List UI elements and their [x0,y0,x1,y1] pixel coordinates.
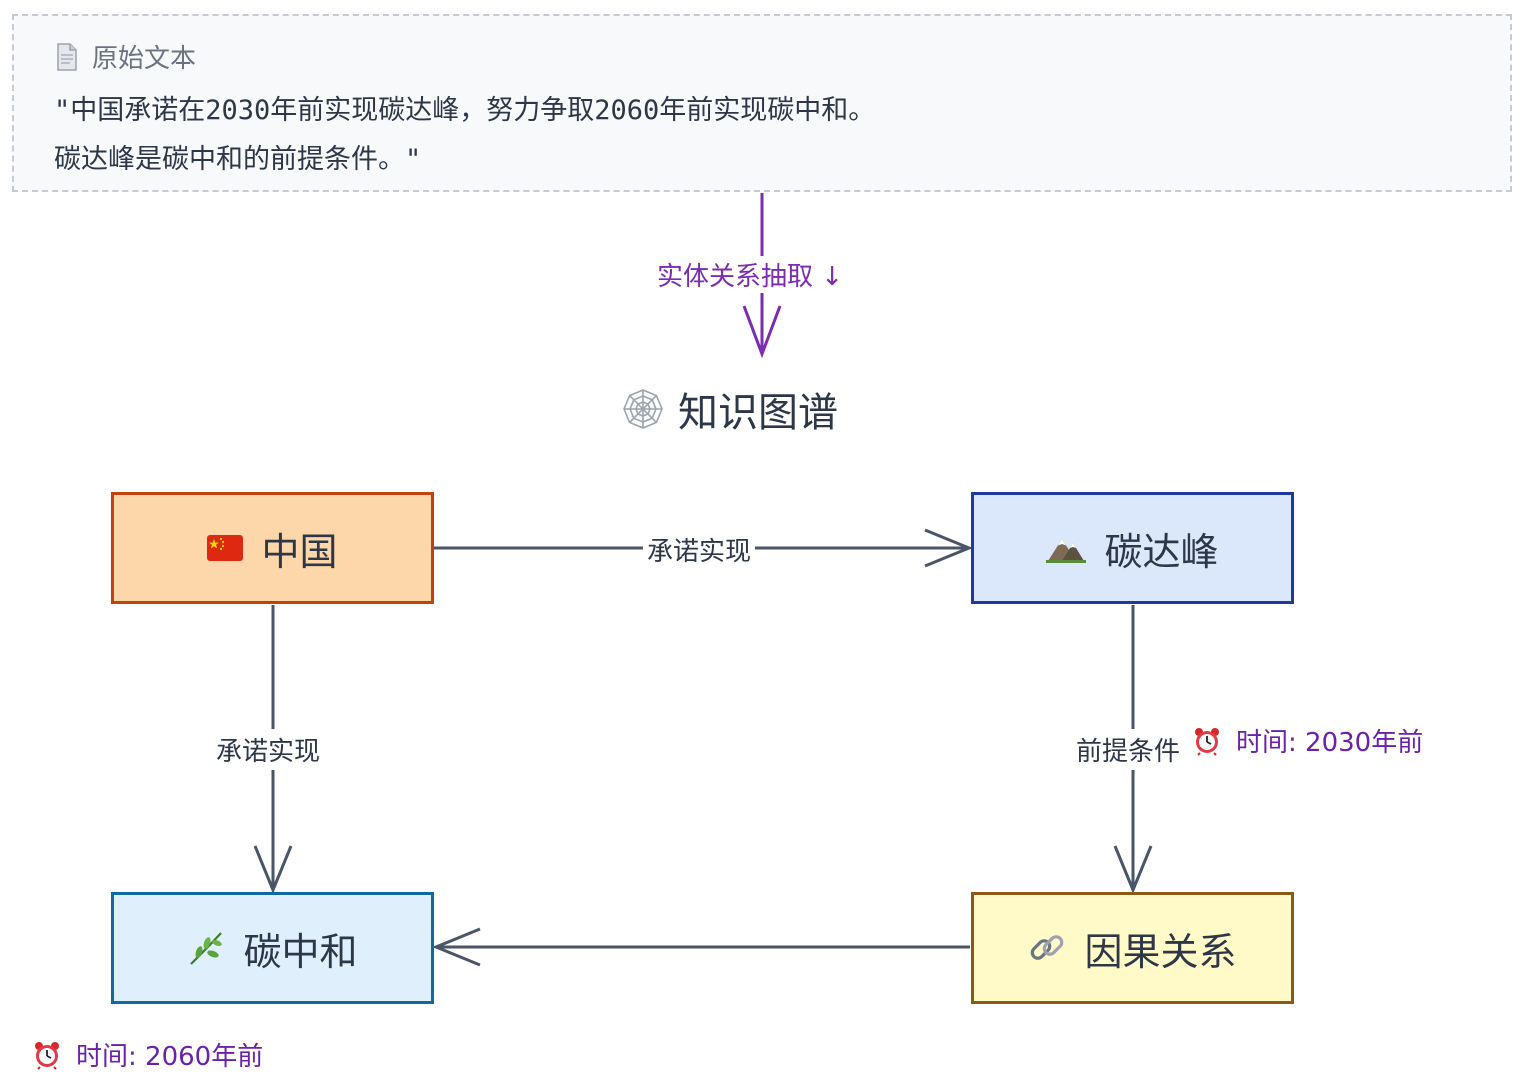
node-carbon-neutral[interactable]: 碳中和 [111,892,434,1004]
link-icon [1028,930,1066,966]
edge-peak-causal-arrowhead [1113,845,1153,894]
edge-label-china-neutral: 承诺实现 [212,729,325,770]
node-china[interactable]: 中国 [111,492,434,604]
edge-china-neutral-arrowhead [253,845,293,894]
spider-web-icon [623,389,663,429]
edge-causal-neutral-arrowhead [432,927,481,967]
mountain-icon [1046,533,1087,563]
node-causal-relation[interactable]: 因果关系 [971,892,1294,1004]
time-note-2060: 时间: 2060年前 [32,1036,263,1073]
source-header-label: 原始文本 [92,44,197,74]
source-text-line-2: 碳达峰是碳中和的前提条件。" [54,144,422,175]
time-note-2060-label: 时间: 2060年前 [76,1042,264,1072]
edge-label-peak-causal: 前提条件 [1072,729,1185,770]
time-note-2030-label: 时间: 2030年前 [1236,728,1424,758]
node-carbon-peak-label: 碳达峰 [1104,529,1219,574]
time-note-2030: 时间: 2030年前 [1192,722,1423,759]
edge-label-china-peak: 承诺实现 [643,529,756,570]
node-china-label: 中国 [261,529,338,574]
china-flag-icon [207,535,244,561]
source-text-panel: 原始文本 "中国承诺在2030年前实现碳达峰，努力争取2060年前实现碳中和。 … [12,14,1512,192]
node-carbon-neutral-label: 碳中和 [243,929,358,974]
node-causal-relation-label: 因果关系 [1084,929,1237,974]
leaf-icon [187,930,225,966]
graph-title-label: 知识图谱 [678,390,838,436]
extraction-flow-arrowhead [742,305,782,359]
document-icon [57,42,77,71]
node-carbon-peak[interactable]: 碳达峰 [971,492,1294,604]
edge-china-peak-arrowhead [924,528,973,568]
alarm-clock-icon [1195,727,1219,756]
extraction-flow-label: 实体关系抽取 ↓ [655,256,846,293]
graph-title: 知识图谱 [622,380,838,438]
source-text-line-1: "中国承诺在2030年前实现碳达峰，努力争取2060年前实现碳中和。 [54,95,876,126]
source-header: 原始文本 [56,38,196,75]
source-text-body: "中国承诺在2030年前实现碳达峰，努力争取2060年前实现碳中和。 碳达峰是碳… [54,86,875,184]
alarm-clock-icon [35,1041,59,1070]
